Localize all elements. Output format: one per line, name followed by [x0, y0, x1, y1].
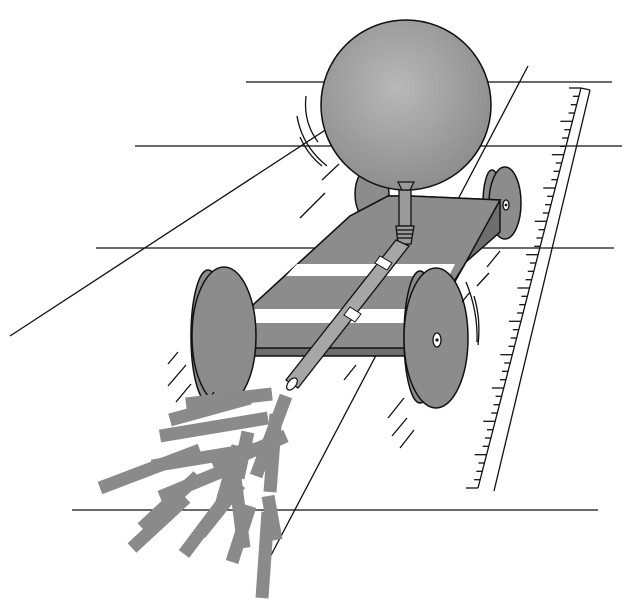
- ruler-end: [581, 88, 590, 90]
- exhaust-air-blast: [100, 394, 286, 598]
- ruler-outer-edge: [494, 90, 590, 491]
- ruler-ticks: [466, 88, 581, 488]
- exhaust-strip: [268, 496, 276, 540]
- exhaust-strip: [184, 498, 226, 554]
- exhaust-strip: [186, 394, 272, 404]
- front-left-wheel: [191, 267, 256, 405]
- front-right-wheel: [404, 268, 468, 408]
- balloon: [321, 20, 491, 190]
